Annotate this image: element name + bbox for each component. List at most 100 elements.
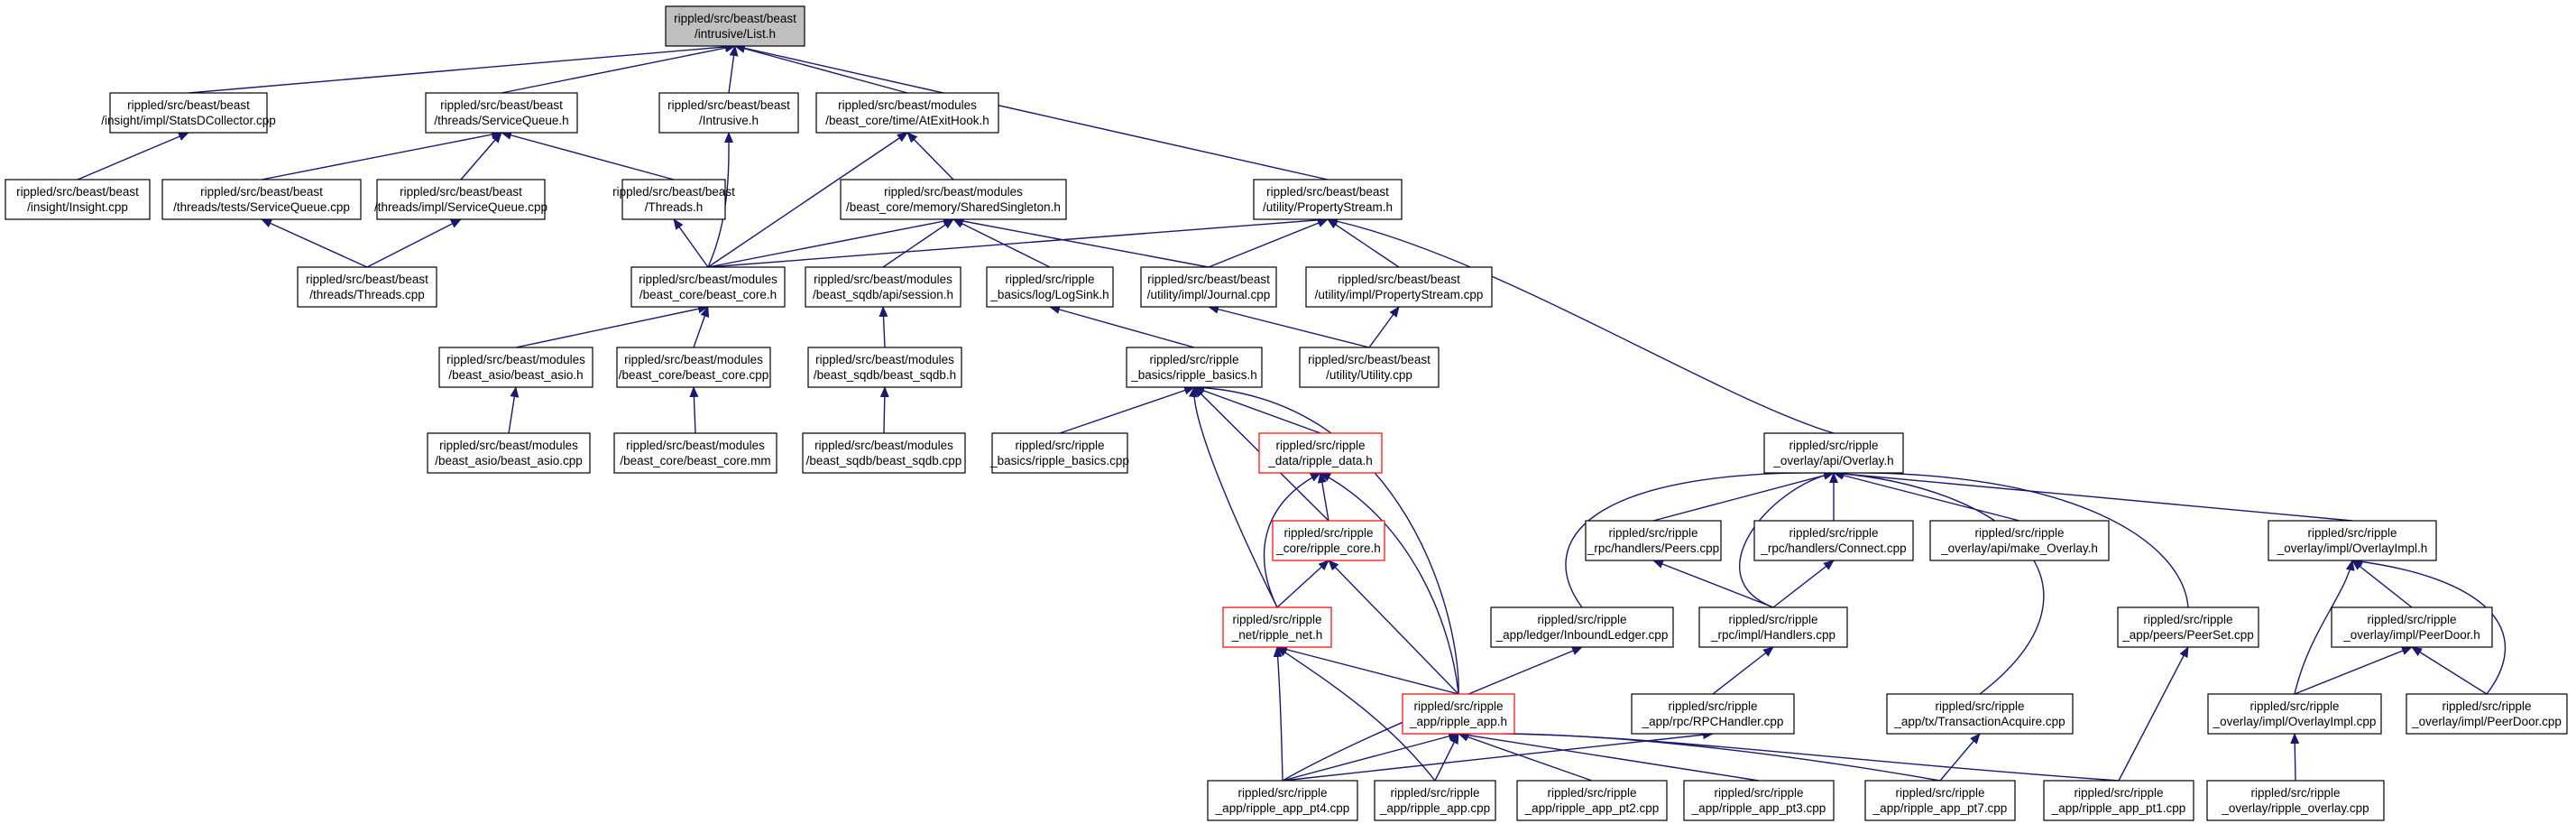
- node-box: [161, 179, 362, 220]
- node-pt3[interactable]: rippled/src/ripple_app/ripple_app_pt3.cp…: [1683, 780, 1835, 821]
- node-appcpp[interactable]: rippled/src/ripple_app/ripple_app.cpp: [1374, 780, 1496, 821]
- node-peerdoorcpp[interactable]: rippled/src/ripple_overlay/impl/PeerDoor…: [2406, 693, 2568, 735]
- edge-propstream-to-list: [734, 43, 1329, 180]
- node-label-line: /beast_asio/beast_asio.h: [448, 368, 583, 382]
- node-bcoreh[interactable]: rippled/src/beast/modules/beast_core/bea…: [630, 266, 786, 308]
- node-label-line: rippled/src/ripple: [1789, 439, 1878, 452]
- node-label-line: _net/ripple_net.h: [1231, 628, 1323, 642]
- node-label-line: rippled/src/ripple: [1608, 526, 1697, 540]
- node-connectcpp[interactable]: rippled/src/ripple_rpc/handlers/Connect.…: [1753, 520, 1914, 561]
- node-label-line: /utility/impl/PropertyStream.cpp: [1315, 288, 1484, 301]
- edge-bcoreh-to-shared: [707, 217, 954, 268]
- node-journal[interactable]: rippled/src/beast/beast/utility/impl/Jou…: [1140, 266, 1277, 308]
- node-label-line: _rpc/impl/Handlers.cpp: [1710, 628, 1835, 642]
- node-insight[interactable]: rippled/src/beast/beast/insight/Insight.…: [5, 179, 151, 220]
- edge-bcoreh-to-intrusive: [707, 132, 734, 268]
- node-neth[interactable]: rippled/src/ripple_net/ripple_net.h: [1222, 606, 1332, 648]
- node-coreh[interactable]: rippled/src/ripple_core/ripple_core.h: [1272, 520, 1385, 561]
- node-overlayh[interactable]: rippled/src/ripple_overlay/api/Overlay.h: [1763, 432, 1904, 474]
- node-label-line: rippled/src/ripple: [1413, 699, 1503, 713]
- node-box: [986, 266, 1114, 308]
- node-box: [1402, 693, 1515, 735]
- edge-apph-to-datah: [1320, 472, 1459, 695]
- node-overlayimplcpp[interactable]: rippled/src/ripple_overlay/impl/OverlayI…: [2207, 693, 2382, 735]
- node-txacquire[interactable]: rippled/src/ripple_app/tx/TransactionAcq…: [1886, 693, 2074, 735]
- node-label-line: /utility/impl/Journal.cpp: [1147, 288, 1271, 301]
- node-label-line: rippled/src/beast/modules: [815, 353, 954, 366]
- node-label-line: _app/ripple_app_pt2.cpp: [1524, 801, 1660, 815]
- node-box: [109, 92, 268, 134]
- node-basicsh[interactable]: rippled/src/ripple_basics/ripple_basics.…: [1126, 347, 1263, 388]
- node-logsink[interactable]: rippled/src/ripple_basics/log/LogSink.h: [986, 266, 1114, 308]
- edge-apph-to-basicsh: [1193, 383, 1459, 695]
- node-intrusive[interactable]: rippled/src/beast/beast/Intrusive.h: [658, 92, 799, 134]
- node-label-line: rippled/src/beast/beast: [127, 98, 250, 112]
- node-rpchandler[interactable]: rippled/src/ripple_app/rpc/RPCHandler.cp…: [1631, 693, 1795, 735]
- edge-peerdoorh-to-overlayimplh: [2351, 560, 2413, 608]
- node-label-line: rippled/src/beast/beast: [1266, 185, 1389, 199]
- node-threadscpp[interactable]: rippled/src/beast/beast/threads/Threads.…: [297, 266, 437, 308]
- edge-session-to-shared: [882, 218, 954, 268]
- node-list[interactable]: rippled/src/beast/beast/intrusive/List.h: [665, 5, 805, 47]
- node-label-line: _app/ripple_app_pt1.cpp: [2051, 801, 2186, 815]
- node-makeoverlay[interactable]: rippled/src/ripple_overlay/api/make_Over…: [1929, 520, 2110, 561]
- node-label-line: rippled/src/beast/modules: [626, 439, 765, 452]
- node-inbound[interactable]: rippled/src/ripple_app/ledger/InboundLed…: [1490, 606, 1674, 648]
- node-box: [807, 347, 962, 388]
- edge-pt7-to-txacquire: [1939, 733, 1981, 782]
- edge-appcpp-to-neth: [1276, 646, 1436, 782]
- node-threadsh[interactable]: rippled/src/beast/beast/Threads.h: [612, 179, 735, 220]
- node-box: [438, 347, 593, 388]
- node-atexit[interactable]: rippled/src/beast/modules/beast_core/tim…: [815, 92, 999, 134]
- edge-peerset-to-overlayh: [1833, 467, 2189, 608]
- node-session[interactable]: rippled/src/beast/modules/beast_sqdb/api…: [805, 266, 961, 308]
- edge-utilitycpp-to-journal: [1208, 304, 1370, 348]
- node-utilitycpp[interactable]: rippled/src/beast/beast/utility/Utility.…: [1299, 347, 1440, 388]
- node-svcqtests[interactable]: rippled/src/beast/beast/threads/tests/Se…: [161, 179, 362, 220]
- node-sqdbh[interactable]: rippled/src/beast/modules/beast_sqdb/bea…: [807, 347, 962, 388]
- edge-svcqimpl-to-svcq: [460, 132, 502, 180]
- node-overlayimplh[interactable]: rippled/src/ripple_overlay/impl/OverlayI…: [2268, 520, 2437, 561]
- node-peerscpp[interactable]: rippled/src/ripple_rpc/handlers/Peers.cp…: [1585, 520, 1722, 561]
- node-label-line: rippled/src/ripple: [2307, 526, 2397, 540]
- node-sqdbcpp[interactable]: rippled/src/beast/modules/beast_sqdb/bea…: [802, 432, 966, 474]
- node-asiocpp[interactable]: rippled/src/beast/modules/beast_asio/bea…: [427, 432, 591, 474]
- node-label-line: rippled/src/ripple: [2442, 699, 2531, 713]
- node-label-line: rippled/src/ripple: [1390, 786, 1479, 800]
- edge-statsd-to-list: [188, 42, 736, 94]
- node-shared[interactable]: rippled/src/beast/modules/beast_core/mem…: [840, 179, 1067, 220]
- node-datah[interactable]: rippled/src/ripple_data/ripple_data.h: [1258, 432, 1383, 474]
- node-label-line: rippled/src/ripple: [1275, 439, 1365, 452]
- node-propcpp[interactable]: rippled/src/beast/beast/utility/impl/Pro…: [1305, 266, 1493, 308]
- node-handlers[interactable]: rippled/src/ripple_rpc/impl/Handlers.cpp: [1698, 606, 1848, 648]
- node-peerdoorh[interactable]: rippled/src/ripple_overlay/impl/PeerDoor…: [2331, 606, 2493, 648]
- node-box: [665, 5, 805, 47]
- edge-bcorecpp-to-bcoreh: [693, 306, 710, 348]
- node-bcorecpp[interactable]: rippled/src/beast/modules/beast_core/bea…: [616, 347, 771, 388]
- node-peerset[interactable]: rippled/src/ripple_app/peers/PeerSet.cpp: [2117, 606, 2259, 648]
- node-svcqimpl[interactable]: rippled/src/beast/beast/threads/impl/Ser…: [374, 179, 547, 220]
- node-bcoremm[interactable]: rippled/src/beast/modules/beast_core/bea…: [613, 432, 777, 474]
- edge-neth-to-basicsh: [1188, 386, 1278, 608]
- edge-pt4-to-neth: [1273, 646, 1283, 782]
- edge-utilitycpp-to-propcpp: [1368, 306, 1400, 348]
- edge-bcoreh-to-threadsh: [673, 218, 709, 268]
- node-box: [2117, 606, 2259, 648]
- node-box: [840, 179, 1067, 220]
- node-box: [2331, 606, 2493, 648]
- node-label-line: _overlay/impl/OverlayImpl.h: [2277, 541, 2428, 555]
- node-asioh[interactable]: rippled/src/beast/modules/beast_asio/bea…: [438, 347, 593, 388]
- node-pt1[interactable]: rippled/src/ripple_app/ripple_app_pt1.cp…: [2043, 780, 2194, 821]
- node-pt7[interactable]: rippled/src/ripple_app/ripple_app_pt7.cp…: [1864, 780, 2016, 821]
- node-statsd[interactable]: rippled/src/beast/beast/insight/impl/Sta…: [101, 92, 276, 134]
- node-label-line: _rpc/handlers/Connect.cpp: [1760, 541, 1906, 555]
- node-apph[interactable]: rippled/src/ripple_app/ripple_app.h: [1402, 693, 1515, 735]
- node-rippleoverlay[interactable]: rippled/src/ripple_overlay/ripple_overla…: [2206, 780, 2385, 821]
- node-propstream[interactable]: rippled/src/beast/beast/utility/Property…: [1253, 179, 1403, 220]
- node-pt4[interactable]: rippled/src/ripple_app/ripple_app_pt4.cp…: [1207, 780, 1358, 821]
- node-svcq[interactable]: rippled/src/beast/beast/threads/ServiceQ…: [425, 92, 578, 134]
- node-basicscpp[interactable]: rippled/src/ripple_basics/ripple_basics.…: [989, 432, 1129, 474]
- node-pt2[interactable]: rippled/src/ripple_app/ripple_app_pt2.cp…: [1516, 780, 1668, 821]
- node-label-line: rippled/src/ripple: [1895, 786, 1984, 800]
